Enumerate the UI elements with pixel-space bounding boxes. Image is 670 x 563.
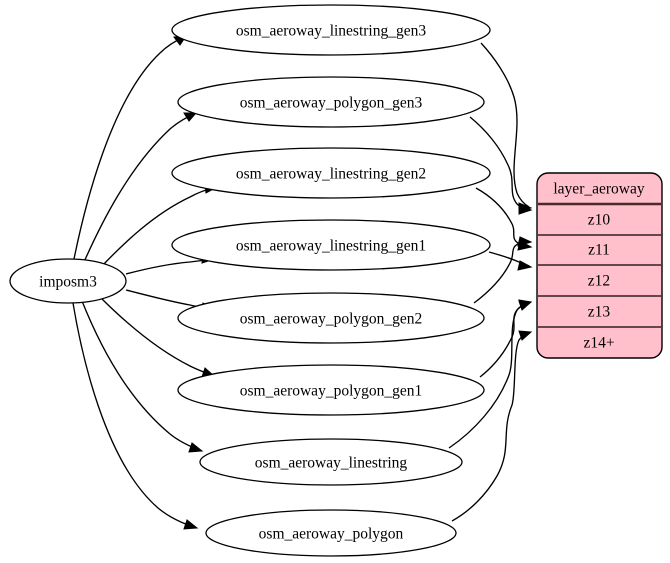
node-imposm3-shape[interactable]: [9, 258, 127, 304]
edge-imposm3-to-polygon: [72, 302, 199, 530]
node-osm-aeroway-polygon-gen3-label: osm_aeroway_polygon_gen3: [240, 95, 423, 112]
node-osm-aeroway-linestring-gen1[interactable]: osm_aeroway_linestring_gen1: [171, 219, 491, 271]
node-osm-aeroway-linestring-gen1-shape[interactable]: [171, 219, 491, 271]
layer-aeroway-row-z11[interactable]: z11: [588, 242, 610, 259]
node-osm-aeroway-polygon-gen1[interactable]: osm_aeroway_polygon_gen1: [177, 364, 485, 416]
node-osm-aeroway-linestring-gen1-label: osm_aeroway_linestring_gen1: [236, 238, 426, 255]
node-imposm3[interactable]: imposm3: [9, 258, 127, 304]
layer-aeroway-row-z14plus[interactable]: z14+: [583, 335, 614, 352]
node-osm-aeroway-polygon-gen1-label: osm_aeroway_polygon_gen1: [240, 383, 423, 400]
edge-group-tables-to-layer: [448, 42, 533, 522]
layer-aeroway-title: layer_aeroway: [553, 181, 644, 198]
edge-linestring-gen3-to-z10: [480, 42, 533, 213]
layer-aeroway-row-z10[interactable]: z10: [588, 212, 611, 229]
node-osm-aeroway-linestring[interactable]: osm_aeroway_linestring: [199, 438, 463, 486]
node-osm-aeroway-polygon-label: osm_aeroway_polygon: [259, 526, 404, 543]
node-layer-aeroway-table[interactable]: layer_aeroway z10 z11 z12 z13 z14+: [536, 172, 663, 359]
node-osm-aeroway-polygon-shape[interactable]: [205, 509, 457, 557]
node-osm-aeroway-polygon-gen2[interactable]: osm_aeroway_polygon_gen2: [177, 292, 485, 344]
node-osm-aeroway-linestring-gen3-shape[interactable]: [171, 4, 491, 56]
node-osm-aeroway-linestring-gen3[interactable]: osm_aeroway_linestring_gen3: [171, 4, 491, 56]
layer-aeroway-row-z13[interactable]: z13: [588, 304, 611, 321]
node-osm-aeroway-polygon-gen2-shape[interactable]: [177, 292, 485, 344]
node-osm-aeroway-polygon-gen2-label: osm_aeroway_polygon_gen2: [240, 311, 423, 328]
node-osm-aeroway-linestring-gen2-shape[interactable]: [171, 147, 491, 199]
edge-imposm3-to-linestring-gen3: [73, 35, 187, 260]
node-osm-aeroway-linestring-shape[interactable]: [199, 438, 463, 486]
edge-polygon-gen3-to-z10: [469, 116, 533, 215]
edge-linestring-gen1-to-z12: [488, 251, 533, 271]
node-osm-aeroway-linestring-gen3-label: osm_aeroway_linestring_gen3: [236, 23, 427, 40]
edge-linestring-to-z13: [448, 299, 533, 449]
node-osm-aeroway-linestring-label: osm_aeroway_linestring: [255, 455, 408, 472]
edge-polygon-gen2-to-z11: [473, 236, 533, 304]
node-osm-aeroway-polygon-gen1-shape[interactable]: [177, 364, 485, 416]
node-osm-aeroway-polygon[interactable]: osm_aeroway_polygon: [205, 509, 457, 557]
node-osm-aeroway-linestring-gen2-label: osm_aeroway_linestring_gen2: [236, 166, 426, 183]
node-imposm3-label: imposm3: [39, 274, 97, 291]
node-osm-aeroway-polygon-gen3-shape[interactable]: [177, 76, 485, 128]
edge-imposm3-to-linestring: [81, 300, 204, 453]
node-osm-aeroway-polygon-gen3[interactable]: osm_aeroway_polygon_gen3: [177, 76, 485, 128]
edge-polygon-to-z14: [451, 330, 533, 522]
edge-imposm3-to-polygon-gen3: [83, 112, 198, 263]
node-osm-aeroway-linestring-gen2[interactable]: osm_aeroway_linestring_gen2: [171, 147, 491, 199]
layer-aeroway-row-z12[interactable]: z12: [588, 273, 610, 290]
